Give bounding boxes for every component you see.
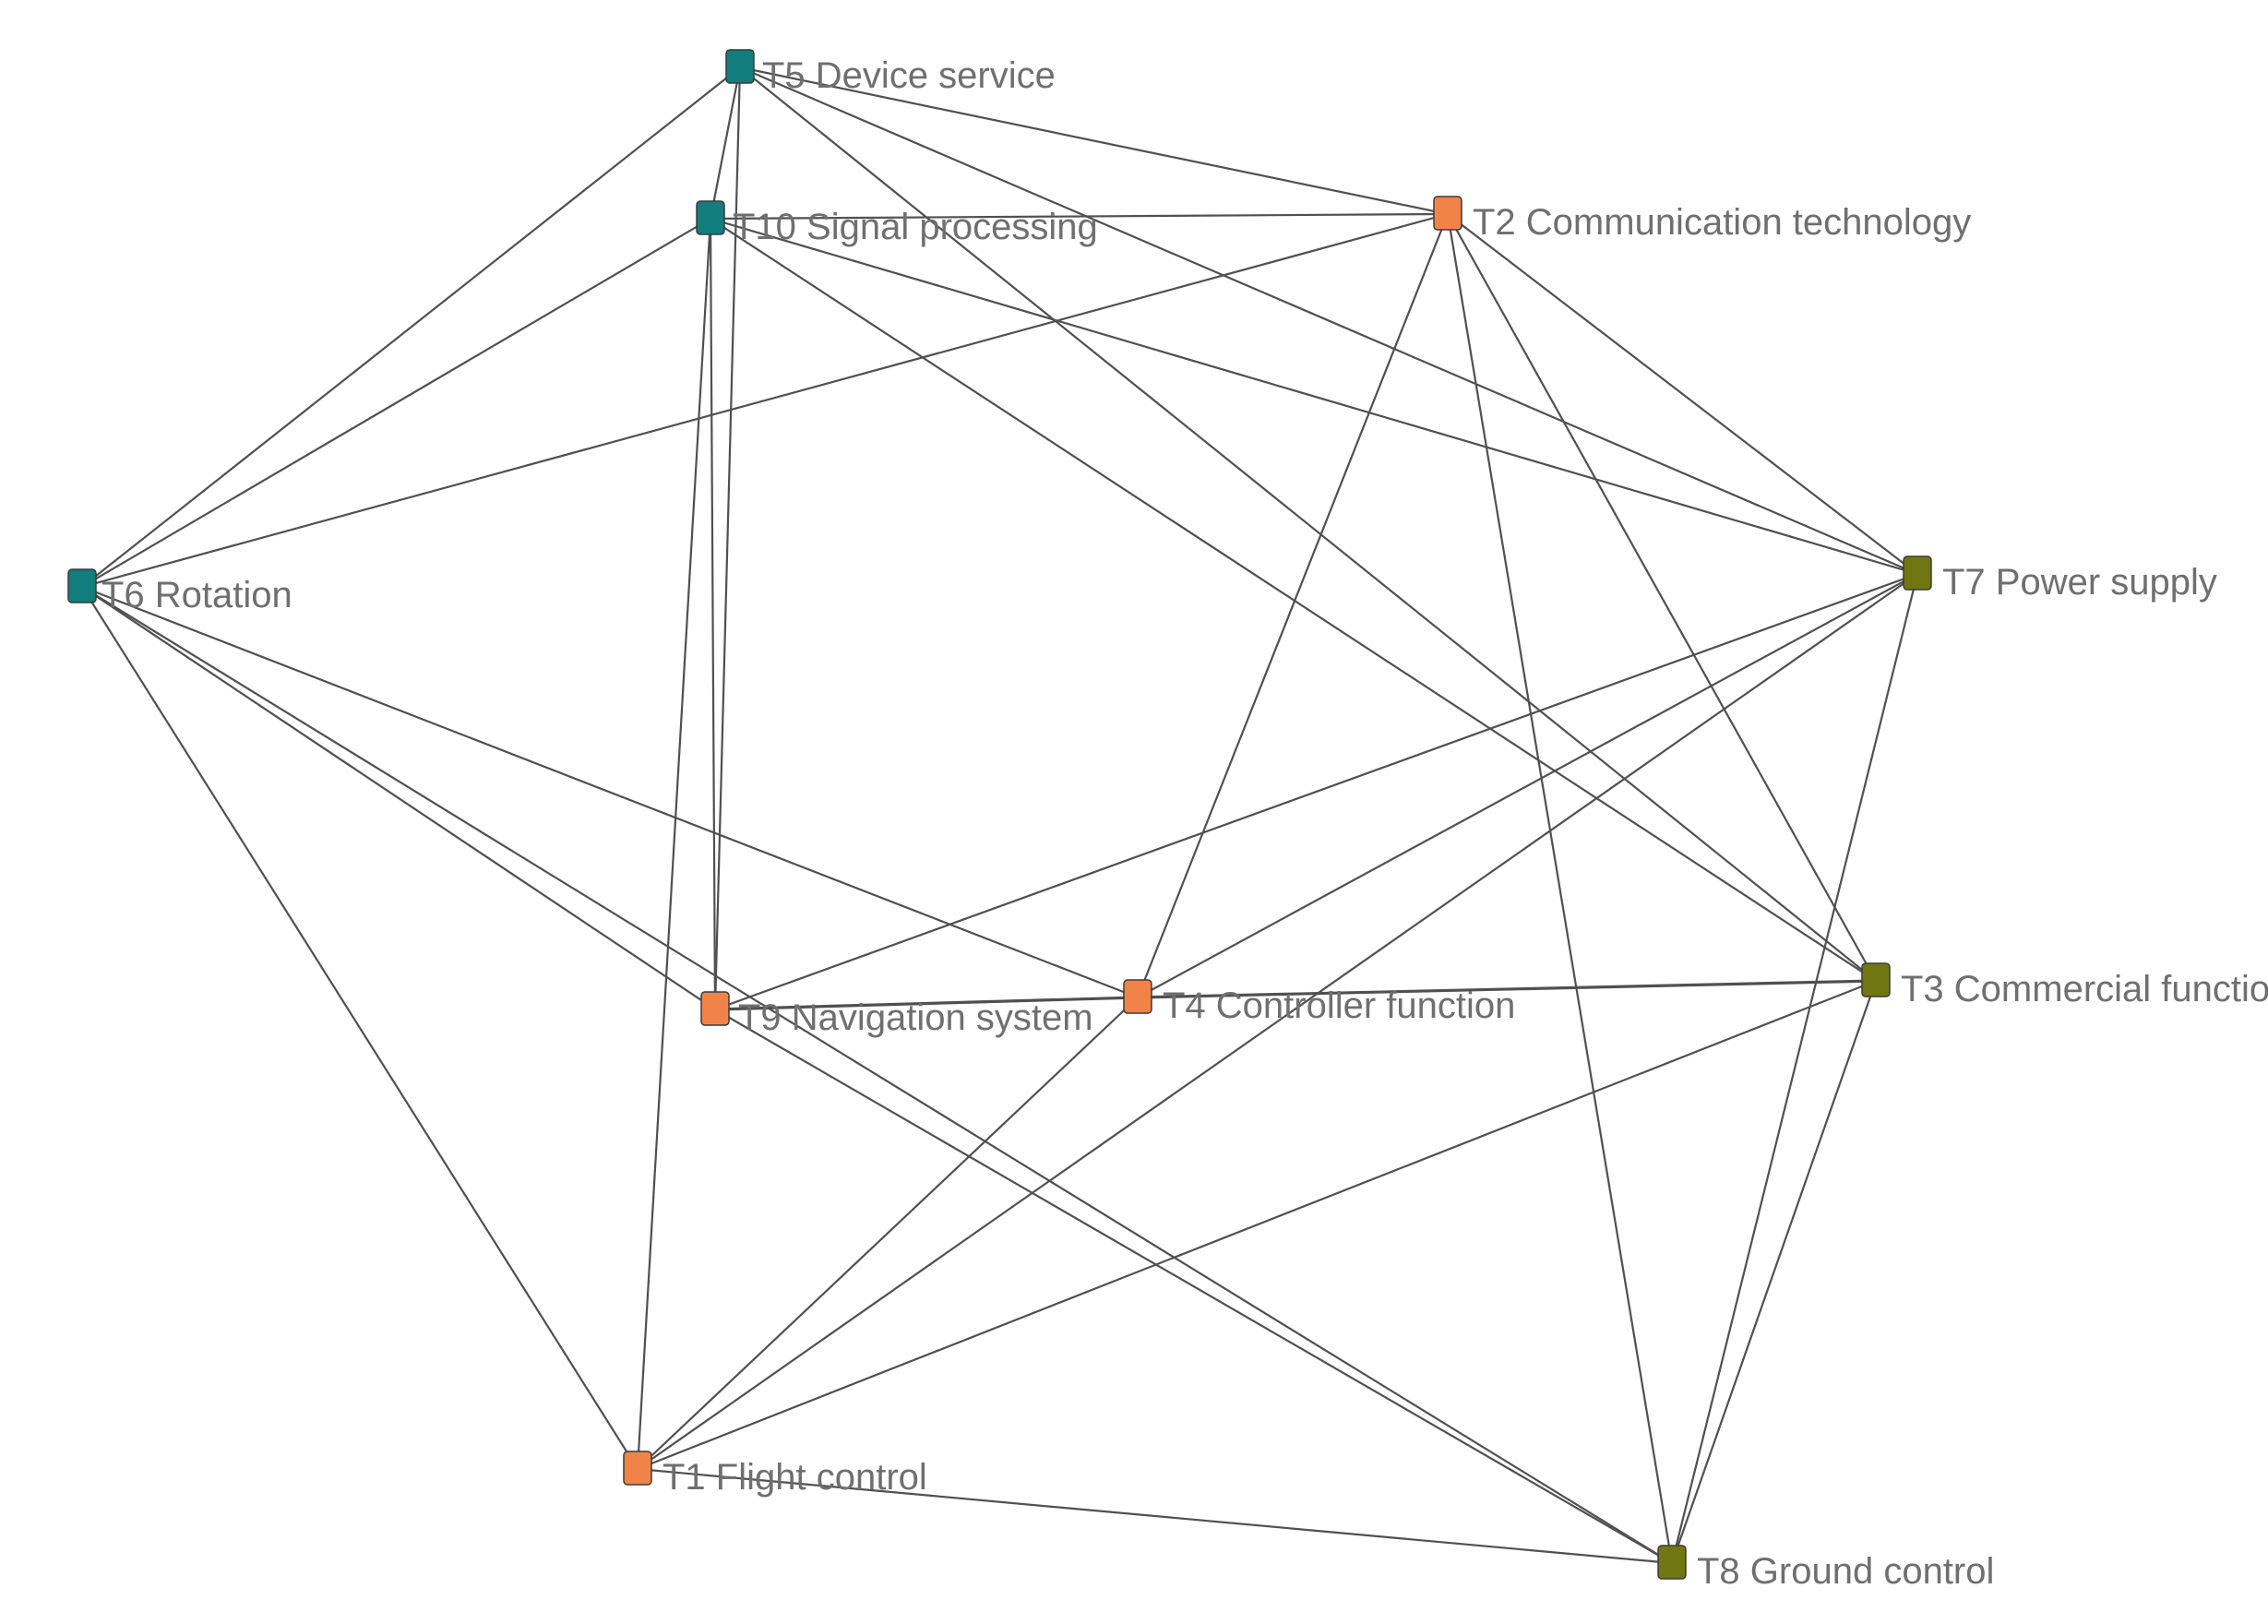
- edge-t10-t7: [710, 217, 1918, 576]
- edges-layer: [81, 66, 1919, 1565]
- edge-t1-t8: [637, 1467, 1673, 1565]
- edge-t3-t1: [637, 979, 1877, 1471]
- node-label-t7: T7 Power supply: [1942, 562, 2217, 603]
- node-marker-t6[interactable]: [67, 568, 97, 603]
- edge-t5-t3: [739, 66, 1877, 982]
- edge-t10-t6: [81, 218, 711, 588]
- edge-t6-t4: [81, 585, 1139, 999]
- edge-t5-t6: [81, 66, 741, 588]
- node-marker-t8[interactable]: [1657, 1545, 1687, 1580]
- edge-t3-t4: [1137, 979, 1877, 999]
- edge-t7-t8: [1670, 573, 1919, 1564]
- edge-t10-t3: [710, 218, 1877, 982]
- node-label-t4: T4 Controller function: [1163, 985, 1515, 1026]
- node-marker-t5[interactable]: [725, 49, 755, 84]
- node-marker-t1[interactable]: [623, 1451, 652, 1486]
- node-label-t2: T2 Communication technology: [1473, 202, 1971, 243]
- edge-t2-t7: [1447, 213, 1918, 575]
- edge-t10-t2: [710, 212, 1449, 221]
- edge-t2-t6: [81, 212, 1449, 589]
- node-label-t8: T8 Ground control: [1697, 1551, 1994, 1592]
- node-t3[interactable]: T3 Commercial function: [1861, 962, 2268, 1009]
- edge-t7-t4: [1137, 573, 1918, 998]
- edge-t4-t1: [637, 997, 1139, 1470]
- edge-t9-t8: [714, 1009, 1673, 1564]
- node-marker-t9[interactable]: [700, 991, 730, 1026]
- edge-t7-t1: [637, 573, 1918, 1470]
- edge-t5-t10: [709, 66, 742, 220]
- node-t6[interactable]: T6 Rotation: [67, 568, 292, 615]
- node-t4[interactable]: T4 Controller function: [1123, 979, 1515, 1026]
- edge-t10-t1: [636, 218, 712, 1470]
- node-marker-t2[interactable]: [1433, 196, 1462, 231]
- node-t9[interactable]: T9 Navigation system: [700, 991, 1093, 1038]
- edge-t2-t4: [1136, 213, 1450, 998]
- node-marker-t3[interactable]: [1861, 962, 1891, 997]
- edge-t2-t8: [1446, 213, 1674, 1564]
- node-label-t3: T3 Commercial function: [1901, 969, 2268, 1009]
- node-t8[interactable]: T8 Ground control: [1657, 1545, 1994, 1592]
- node-t1[interactable]: T1 Flight control: [623, 1451, 927, 1498]
- node-label-t6: T6 Rotation: [101, 575, 292, 615]
- node-label-t1: T1 Flight control: [662, 1457, 927, 1498]
- node-t2[interactable]: T2 Communication technology: [1433, 196, 1971, 243]
- node-label-t5: T5 Device service: [762, 55, 1056, 96]
- node-label-t10: T10 Signal processing: [733, 207, 1098, 247]
- node-marker-t4[interactable]: [1123, 979, 1152, 1014]
- edge-t2-t3: [1447, 213, 1877, 982]
- node-marker-t7[interactable]: [1903, 555, 1932, 591]
- edge-t6-t9: [81, 586, 716, 1010]
- edge-t6-t8: [81, 586, 1673, 1564]
- node-marker-t10[interactable]: [696, 200, 725, 235]
- nodes-layer: T1 Flight control T2 Communication techno…: [67, 49, 2268, 1592]
- node-label-t9: T9 Navigation system: [738, 997, 1093, 1038]
- edge-t5-t2: [739, 66, 1449, 216]
- edge-t3-t8: [1670, 980, 1878, 1564]
- node-t5[interactable]: T5 Device service: [725, 49, 1056, 96]
- edge-t6-t1: [81, 586, 639, 1470]
- edge-t5-t9: [713, 66, 742, 1010]
- edge-t10-t9: [709, 218, 717, 1010]
- edge-t9-t4: [714, 996, 1139, 1011]
- node-t10[interactable]: T10 Signal processing: [696, 200, 1098, 247]
- edge-t5-t7: [739, 66, 1918, 576]
- edge-t7-t9: [714, 572, 1918, 1011]
- node-t7[interactable]: T7 Power supply: [1903, 555, 2217, 603]
